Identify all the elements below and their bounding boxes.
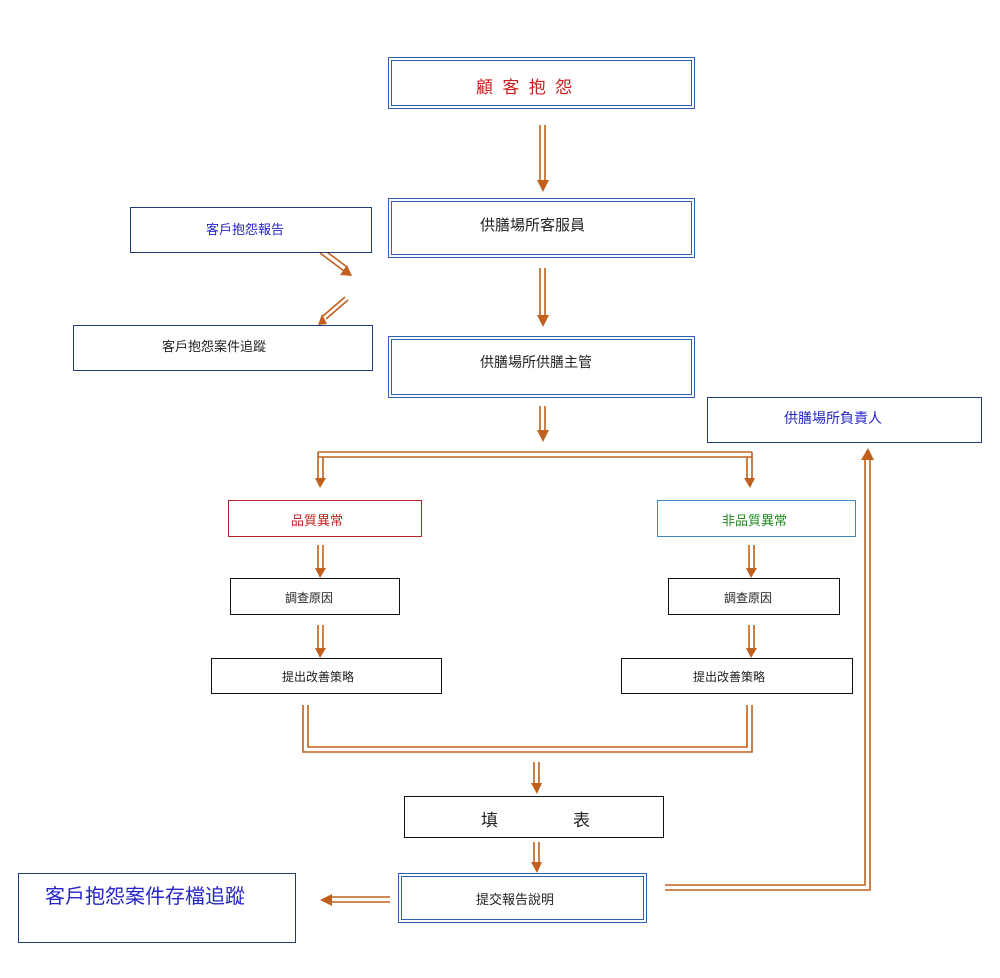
arrow-tracking-diagonal [322,296,349,320]
archive-tracking-box: 客戶抱怨案件存檔追蹤 [18,873,296,943]
customer-service-label: 供膳場所客服員 [480,216,586,234]
split-line [318,451,752,458]
split-left-down [317,452,324,480]
complaint-report-label: 客戶抱怨報告 [206,223,285,238]
catering-supervisor-label: 供膳場所供膳主管 [480,355,592,371]
non-quality-abnormal-label: 非品質異常 [722,514,788,529]
case-tracking-box: 客戶抱怨案件追蹤 [73,325,373,371]
submit-report-box: 提交報告說明 [398,873,647,923]
non-quality-abnormal-box: 非品質異常 [657,500,856,537]
arrow-submit-to-person [665,458,871,891]
fill-form-label-2: 表 [573,811,590,831]
quality-abnormal-label: 品質異常 [291,514,344,529]
improve-left-box: 提出改善策略 [211,658,442,694]
improve-left-label: 提出改善策略 [282,670,355,684]
quality-abnormal-box: 品質異常 [228,500,422,537]
case-tracking-label: 客戶抱怨案件追蹤 [162,340,267,355]
person-in-charge-box: 供膳場所負責人 [707,397,982,443]
investigate-left-box: 調查原因 [230,578,400,615]
arrow-service-to-supervisor [539,268,546,318]
person-in-charge-label: 供膳場所負責人 [784,411,882,427]
fill-form-box: 填 表 [404,796,664,838]
investigate-left-label: 調查原因 [285,591,334,605]
complaint-box: 顧 客 抱 怨 [388,57,695,109]
customer-service-box: 供膳場所客服員 [388,198,695,258]
improve-right-label: 提出改善策略 [693,670,766,684]
catering-supervisor-box: 供膳場所供膳主管 [388,336,695,398]
complaint-label: 顧 客 抱 怨 [476,78,575,98]
arrow-submit-to-archive [330,896,390,903]
arrow-supervisor-down [539,406,546,432]
improve-right-box: 提出改善策略 [621,658,853,694]
investigate-right-label: 調查原因 [724,591,773,605]
merge-line [302,705,753,753]
submit-report-label: 提交報告說明 [476,893,555,908]
archive-tracking-label: 客戶抱怨案件存檔追蹤 [45,884,245,908]
fill-form-label-1: 填 [481,811,498,831]
complaint-report-box: 客戶抱怨報告 [130,207,372,253]
split-right-down [746,452,753,480]
investigate-right-box: 調查原因 [668,578,840,615]
arrow-complaint-to-service [539,125,546,183]
